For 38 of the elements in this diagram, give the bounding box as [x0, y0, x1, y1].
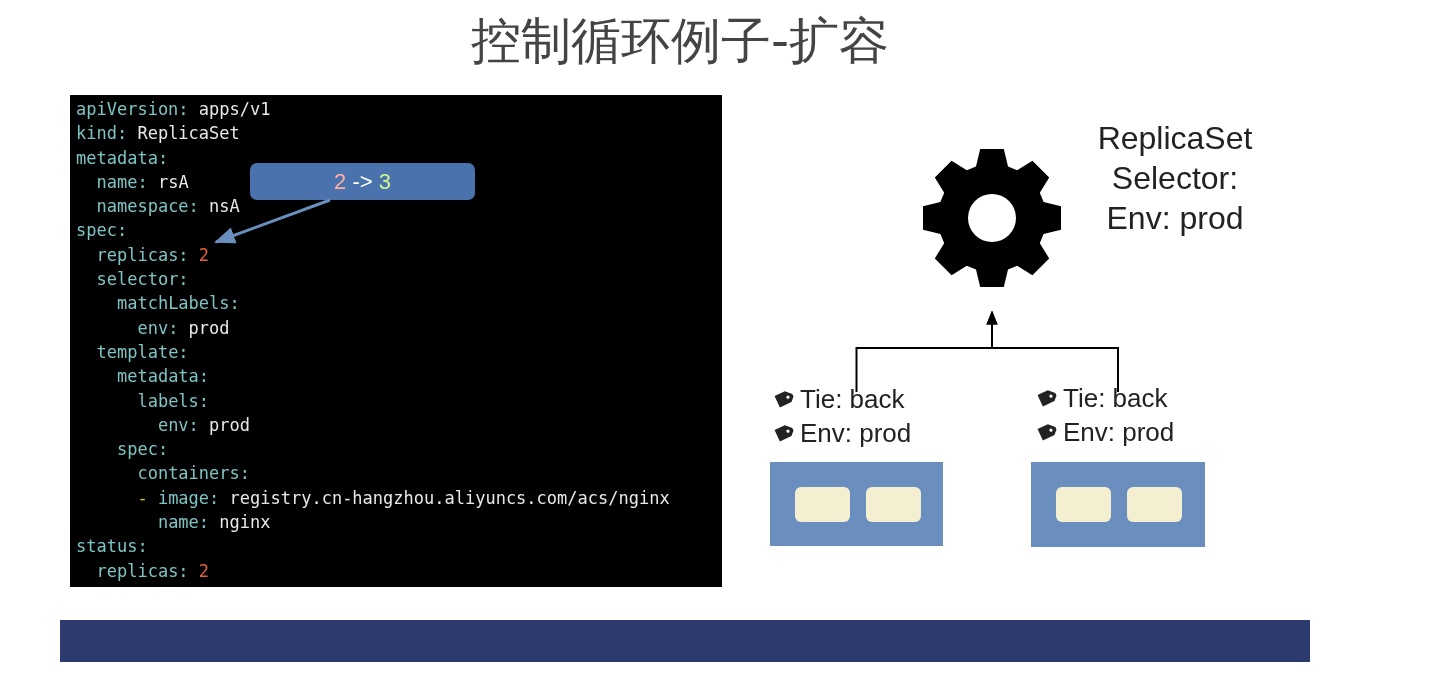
code-line: template:	[95, 341, 189, 362]
code-line: replicas: 2	[95, 560, 210, 581]
code-line: metadata:	[115, 366, 210, 387]
caption-text: ReplicaSet Selector: Env: prod	[1096, 119, 1254, 238]
code-line: name: nginx	[156, 512, 271, 533]
code-line: labels:	[136, 390, 210, 411]
gear-icon	[922, 148, 1062, 288]
label-text: Env: prod	[1063, 416, 1175, 449]
callout-text: 2 -> 3	[334, 168, 391, 195]
label-text: Tie: back	[1063, 382, 1168, 415]
code-line: containers:	[136, 463, 250, 484]
code-line: env: prod	[156, 414, 251, 435]
code-line: selector:	[95, 269, 189, 290]
container-box	[1127, 487, 1182, 522]
code-line: namespace: nsA	[95, 196, 240, 217]
code-line: env: prod	[136, 317, 230, 338]
label-text: Tie: back	[800, 383, 905, 416]
slide-title: 控制循环例子-扩容	[469, 11, 890, 72]
code-line: status:	[76, 536, 148, 557]
container-box	[795, 487, 850, 522]
container-box	[1056, 487, 1111, 522]
code-line: apiVersion: apps/v1	[76, 99, 271, 119]
code-panel	[70, 95, 722, 587]
code-line: metadata:	[76, 147, 169, 168]
code-line: spec:	[115, 439, 169, 460]
connector-arrow	[986, 310, 1119, 393]
pod-box	[1031, 462, 1205, 547]
code-line: - image: registry.cn-hangzhou.aliyuncs.com/acs/nginx	[136, 487, 670, 508]
callout-bubble	[250, 163, 475, 200]
code-line: matchLabels:	[115, 293, 240, 314]
container-box	[866, 487, 921, 522]
pod-box	[770, 462, 943, 546]
code-line: name: rsA	[95, 171, 189, 192]
code-line: kind: ReplicaSet	[76, 123, 240, 144]
code-line: replicas: 2	[95, 244, 210, 265]
label-text: Env: prod	[800, 417, 912, 450]
code-line: spec:	[76, 220, 128, 241]
callout-tail	[214, 198, 331, 244]
